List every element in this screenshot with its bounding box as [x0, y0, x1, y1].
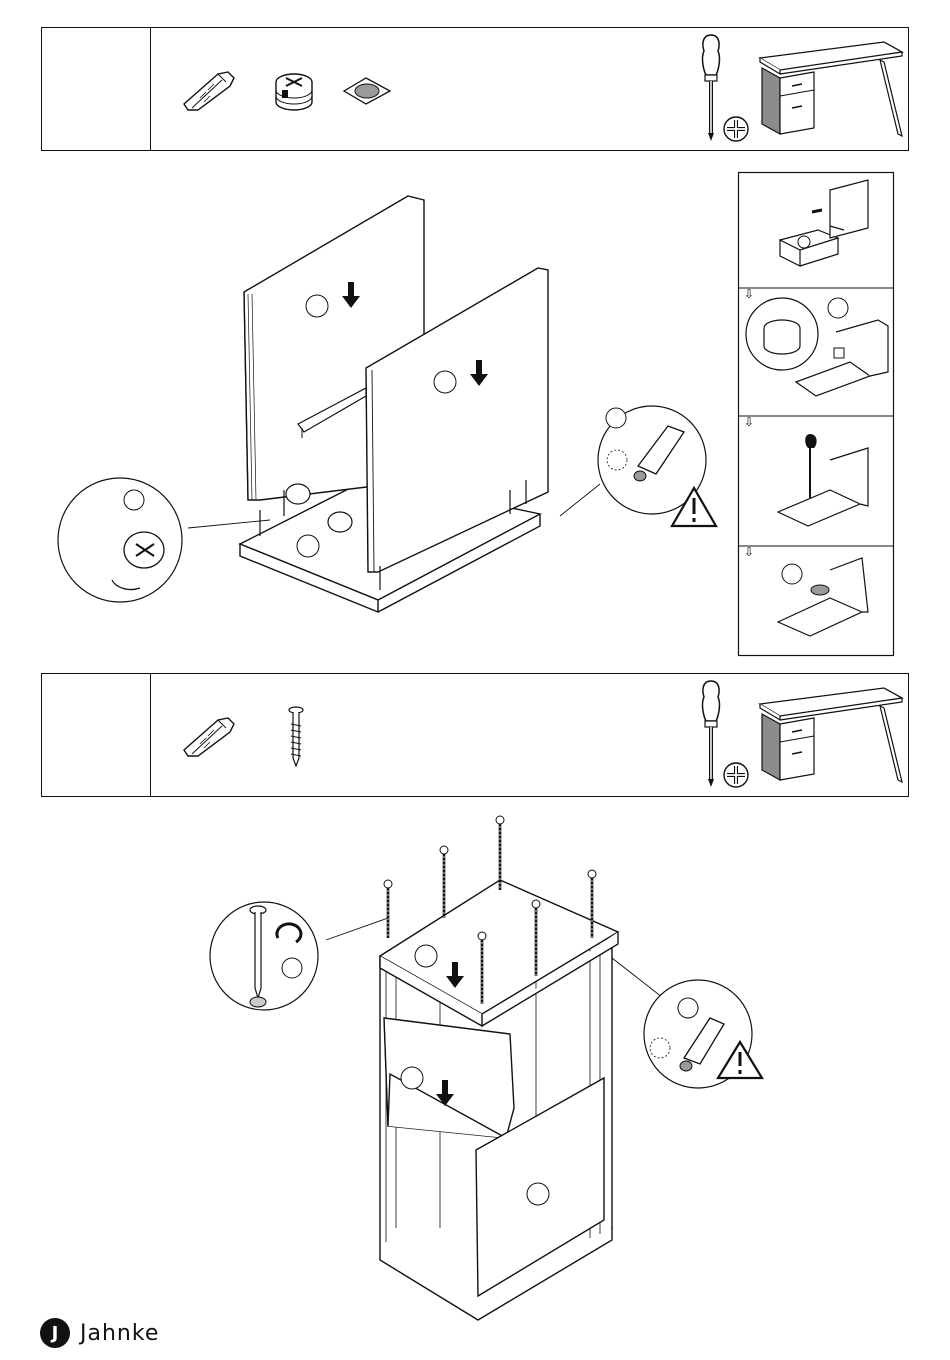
brand-name: Jahnke: [80, 1321, 159, 1346]
cam-lock-detail-circle: [58, 478, 182, 602]
desk-thumbnail-icon: [756, 38, 906, 138]
step-1-number-cell: [42, 28, 151, 150]
step-1-assembly-diagram: [40, 160, 730, 660]
step-2-number-cell: [42, 674, 151, 796]
desk-thumbnail-icon: [756, 684, 906, 784]
part-marker-front: [527, 1183, 549, 1205]
part-marker-base: [297, 535, 319, 557]
cover-cap-icon: [342, 76, 392, 106]
brand-logo: J: [40, 1318, 70, 1348]
brand-footer: J Jahnke: [40, 1318, 159, 1348]
svg-text:⇩: ⇩: [744, 287, 754, 301]
dowel-icon: [178, 714, 238, 758]
cam-lock-icon: [272, 70, 316, 114]
phillips-bit-icon: [722, 761, 750, 789]
phillips-bit-icon: [722, 115, 750, 143]
svg-text:⇩: ⇩: [744, 415, 754, 429]
dowel-icon: [178, 68, 238, 112]
part-marker-top: [415, 945, 437, 967]
part-marker-left-panel: [306, 295, 328, 317]
svg-text:⇩: ⇩: [744, 545, 754, 559]
cam-lock-side-detail-box: ⇩ ⇩ ⇩: [738, 172, 894, 656]
part-marker-right-panel: [434, 371, 456, 393]
part-marker-left-side: [401, 1067, 423, 1089]
screw-icon: [286, 706, 306, 768]
step-2-assembly-diagram: [200, 808, 770, 1318]
screw-detail-circle: [210, 902, 318, 1010]
